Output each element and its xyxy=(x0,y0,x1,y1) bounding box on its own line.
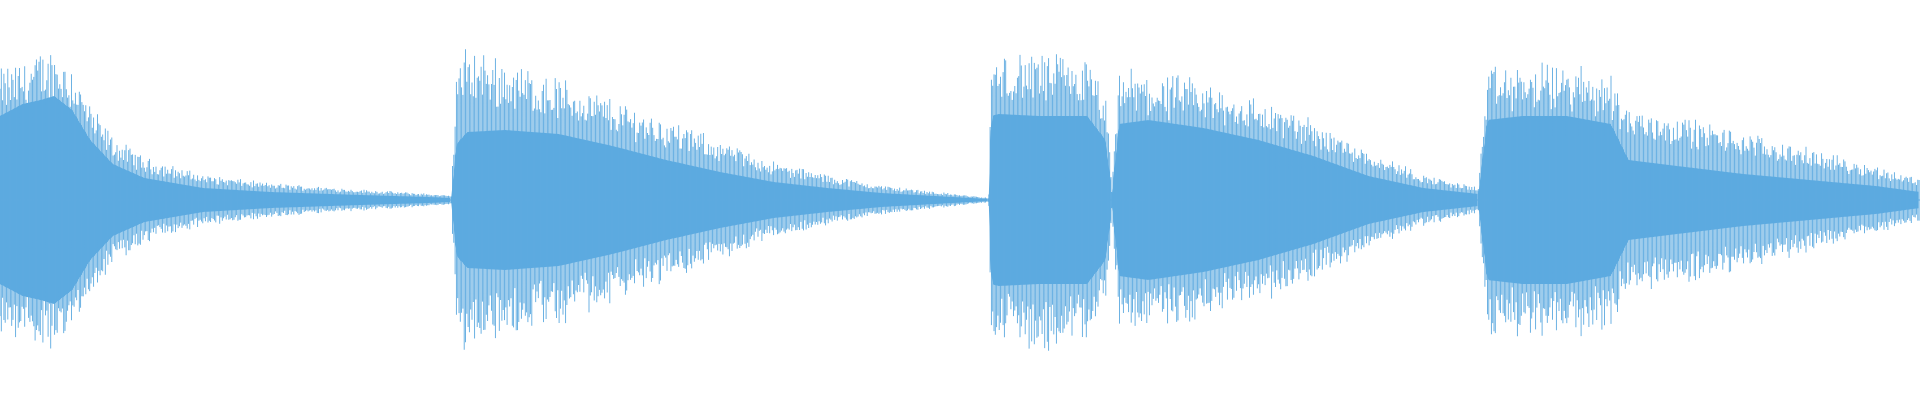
waveform-segment-5 xyxy=(1477,62,1920,337)
waveform-group xyxy=(0,49,1920,351)
waveform-segment-4 xyxy=(1111,68,1479,326)
waveform-segment-1 xyxy=(0,55,452,349)
waveform-peaks-segment-3 xyxy=(988,54,1112,351)
waveform-peaks-segment-4 xyxy=(1111,68,1479,326)
waveform-segment-3 xyxy=(988,54,1112,351)
